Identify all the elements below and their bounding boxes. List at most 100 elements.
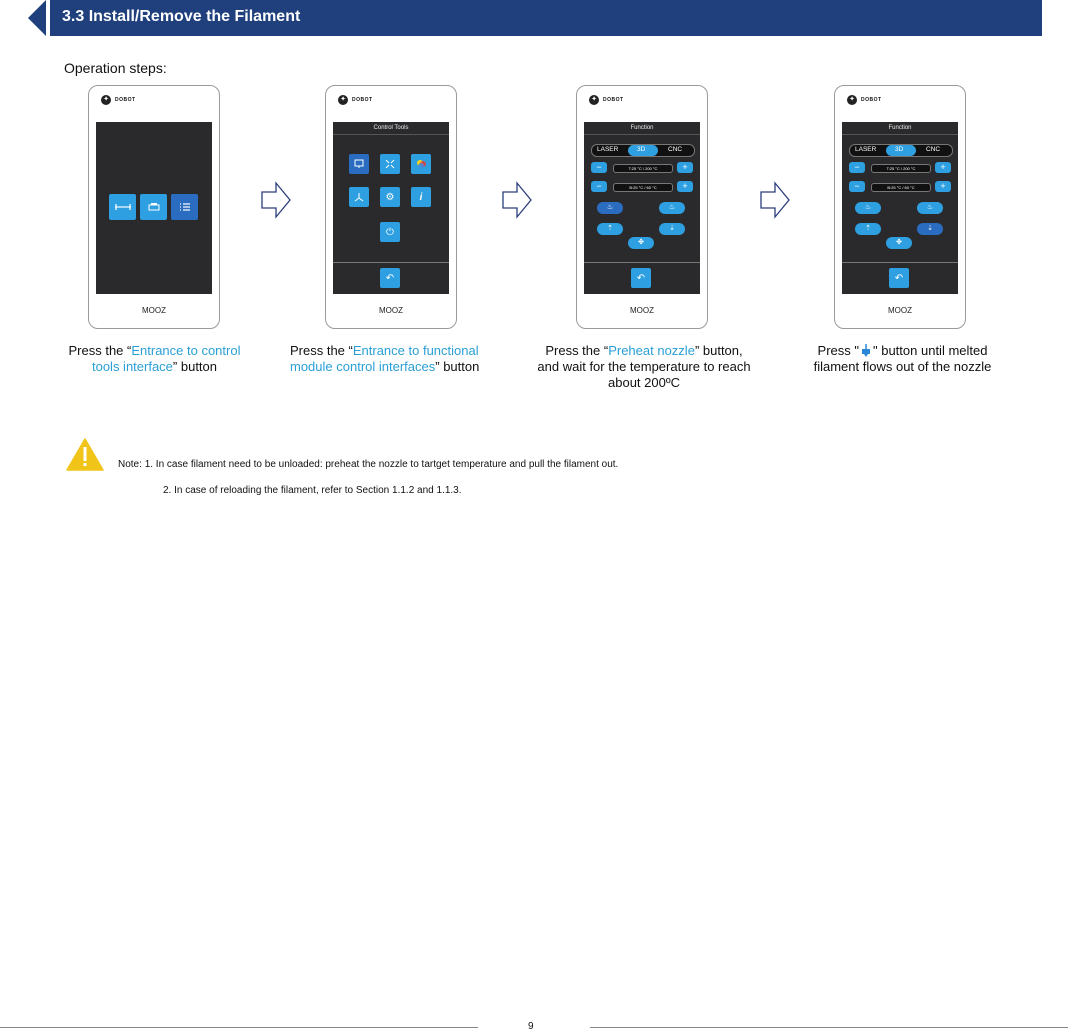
nozzle-temp-row: − T:25 °C / 200 °C + (591, 162, 693, 173)
bed-temp-plus-button[interactable]: + (935, 181, 951, 192)
bed-temp-minus-button[interactable]: − (591, 181, 607, 192)
preheat-nozzle-button[interactable]: ♨ (597, 202, 623, 214)
phone-screen (96, 122, 212, 294)
caption-step-2: Press the “Entrance to functional module… (290, 343, 480, 374)
caption-step-1: Press the “Entrance to control tools int… (68, 343, 241, 374)
divider (333, 262, 449, 263)
bed-temp-row: − B:25 °C / 60 °C + (849, 181, 951, 192)
mode-cnc-tab[interactable]: CNC (926, 146, 941, 153)
warning-icon (66, 438, 104, 471)
mode-laser-tab[interactable]: LASER (855, 146, 877, 153)
dobot-logo-icon: ✦ (101, 95, 111, 105)
calibrate-icon-button[interactable] (380, 154, 400, 174)
back-icon-button[interactable]: ↶ (889, 268, 909, 288)
mooz-brand: MOOZ (630, 306, 654, 315)
section-header: 3.3 Install/Remove the Filament (28, 0, 1042, 36)
preheat-nozzle-button[interactable]: ♨ (855, 202, 881, 214)
dobot-logo-icon: ✦ (847, 95, 857, 105)
caption-highlight: Entrance to functional module control in… (290, 343, 479, 374)
dobot-logo-icon: ✦ (338, 95, 348, 105)
step-arrow-icon (760, 181, 790, 219)
nozzle-temp-plus-button[interactable]: + (935, 162, 951, 173)
section-title: 3.3 Install/Remove the Filament (62, 8, 301, 25)
nozzle-temp-minus-button[interactable]: − (849, 162, 865, 173)
step-arrow-icon (502, 181, 532, 219)
header-triangle (28, 0, 46, 36)
mode-selected-highlight (886, 145, 916, 156)
back-icon-button[interactable]: ↶ (631, 268, 651, 288)
divider (842, 134, 958, 135)
step-arrow-icon (261, 181, 291, 219)
dobot-logo-icon: ✦ (589, 95, 599, 105)
dobot-logo: ✦ DOBOT (589, 95, 624, 105)
nozzle-temp-minus-button[interactable]: − (591, 162, 607, 173)
divider (333, 134, 449, 135)
printer-icon-button[interactable] (140, 194, 167, 220)
mode-laser-tab[interactable]: LASER (597, 146, 619, 153)
phone-step-1: ✦ DOBOT MOOZ (88, 85, 220, 329)
page-number: 9 (528, 1021, 534, 1032)
mooz-brand: MOOZ (142, 306, 166, 315)
mode-selected-highlight (628, 145, 658, 156)
operation-steps-label: Operation steps: (64, 60, 167, 76)
retract-filament-button[interactable]: ⇡ (597, 223, 623, 235)
nozzle-temp-value: T:25 °C / 200 °C (613, 164, 673, 173)
divider (584, 134, 700, 135)
caption-step-3: Press the “Preheat nozzle” button, and w… (537, 343, 751, 390)
phone-step-3: ✦ DOBOT Function LASER 3D CNC − T:25 °C … (576, 85, 708, 329)
footer-line-left (0, 1027, 478, 1028)
color-icon-button[interactable] (411, 154, 431, 174)
note-item-1: Note: 1. In case filament need to be unl… (118, 459, 619, 470)
gear-icon-button[interactable]: ⚙ (380, 187, 400, 207)
control-tools-entrance-button[interactable] (171, 194, 198, 220)
extrude-filament-button[interactable]: ⇣ (917, 223, 943, 235)
note-label: Note: (118, 459, 142, 470)
preheat-bed-button[interactable]: ♨ (659, 202, 685, 214)
mode-3d-tab[interactable]: 3D (637, 146, 646, 153)
bed-temp-plus-button[interactable]: + (677, 181, 693, 192)
mode-selector: LASER 3D CNC (591, 144, 695, 157)
note-item-2: 2. In case of reloading the filament, re… (163, 485, 462, 496)
extrude-filament-button[interactable]: ⇣ (659, 223, 685, 235)
axis-move-icon-button[interactable] (109, 194, 136, 220)
screen-title: Function (630, 125, 654, 131)
caption-step-4: Press "" button until melted filament fl… (813, 343, 992, 374)
dobot-logo: ✦ DOBOT (338, 95, 373, 105)
function-module-entrance-button[interactable] (349, 154, 369, 174)
fan-icon-button[interactable]: ✤ (886, 237, 912, 249)
phone-step-2: ✦ DOBOT Control Tools ⚙ i ⏻ ↶ MOOZ (325, 85, 457, 329)
back-icon-button[interactable]: ↶ (380, 268, 400, 288)
phone-screen: Function LASER 3D CNC − T:25 °C / 200 °C… (842, 122, 958, 294)
phone-screen: Function LASER 3D CNC − T:25 °C / 200 °C… (584, 122, 700, 294)
mode-cnc-tab[interactable]: CNC (668, 146, 683, 153)
phone-step-4: ✦ DOBOT Function LASER 3D CNC − T:25 °C … (834, 85, 966, 329)
mooz-brand: MOOZ (888, 306, 912, 315)
caption-highlight: Preheat nozzle (608, 343, 695, 358)
nozzle-temp-plus-button[interactable]: + (677, 162, 693, 173)
nozzle-temp-value: T:25 °C / 200 °C (871, 164, 931, 173)
screen-title: Function (888, 125, 912, 131)
mode-3d-tab[interactable]: 3D (895, 146, 904, 153)
caption-highlight: Entrance to control tools interface (91, 343, 241, 374)
mooz-brand: MOOZ (379, 306, 403, 315)
header-bar (50, 0, 1042, 36)
fan-icon-button[interactable]: ✤ (628, 237, 654, 249)
mode-selector: LASER 3D CNC (849, 144, 953, 157)
power-icon-button[interactable]: ⏻ (380, 222, 400, 242)
info-icon-button[interactable]: i (411, 187, 431, 207)
bed-temp-minus-button[interactable]: − (849, 181, 865, 192)
bed-temp-value: B:25 °C / 60 °C (613, 183, 673, 192)
extrude-filament-icon (862, 344, 870, 357)
dobot-logo: ✦ DOBOT (101, 95, 136, 105)
retract-filament-button[interactable]: ⇡ (855, 223, 881, 235)
phone-screen: Control Tools ⚙ i ⏻ ↶ (333, 122, 449, 294)
footer-line-right (590, 1027, 1068, 1028)
dobot-logo: ✦ DOBOT (847, 95, 882, 105)
divider (842, 262, 958, 263)
bed-temp-value: B:25 °C / 60 °C (871, 183, 931, 192)
divider (584, 262, 700, 263)
bed-temp-row: − B:25 °C / 60 °C + (591, 181, 693, 192)
nozzle-temp-row: − T:25 °C / 200 °C + (849, 162, 951, 173)
axis-icon-button[interactable] (349, 187, 369, 207)
preheat-bed-button[interactable]: ♨ (917, 202, 943, 214)
